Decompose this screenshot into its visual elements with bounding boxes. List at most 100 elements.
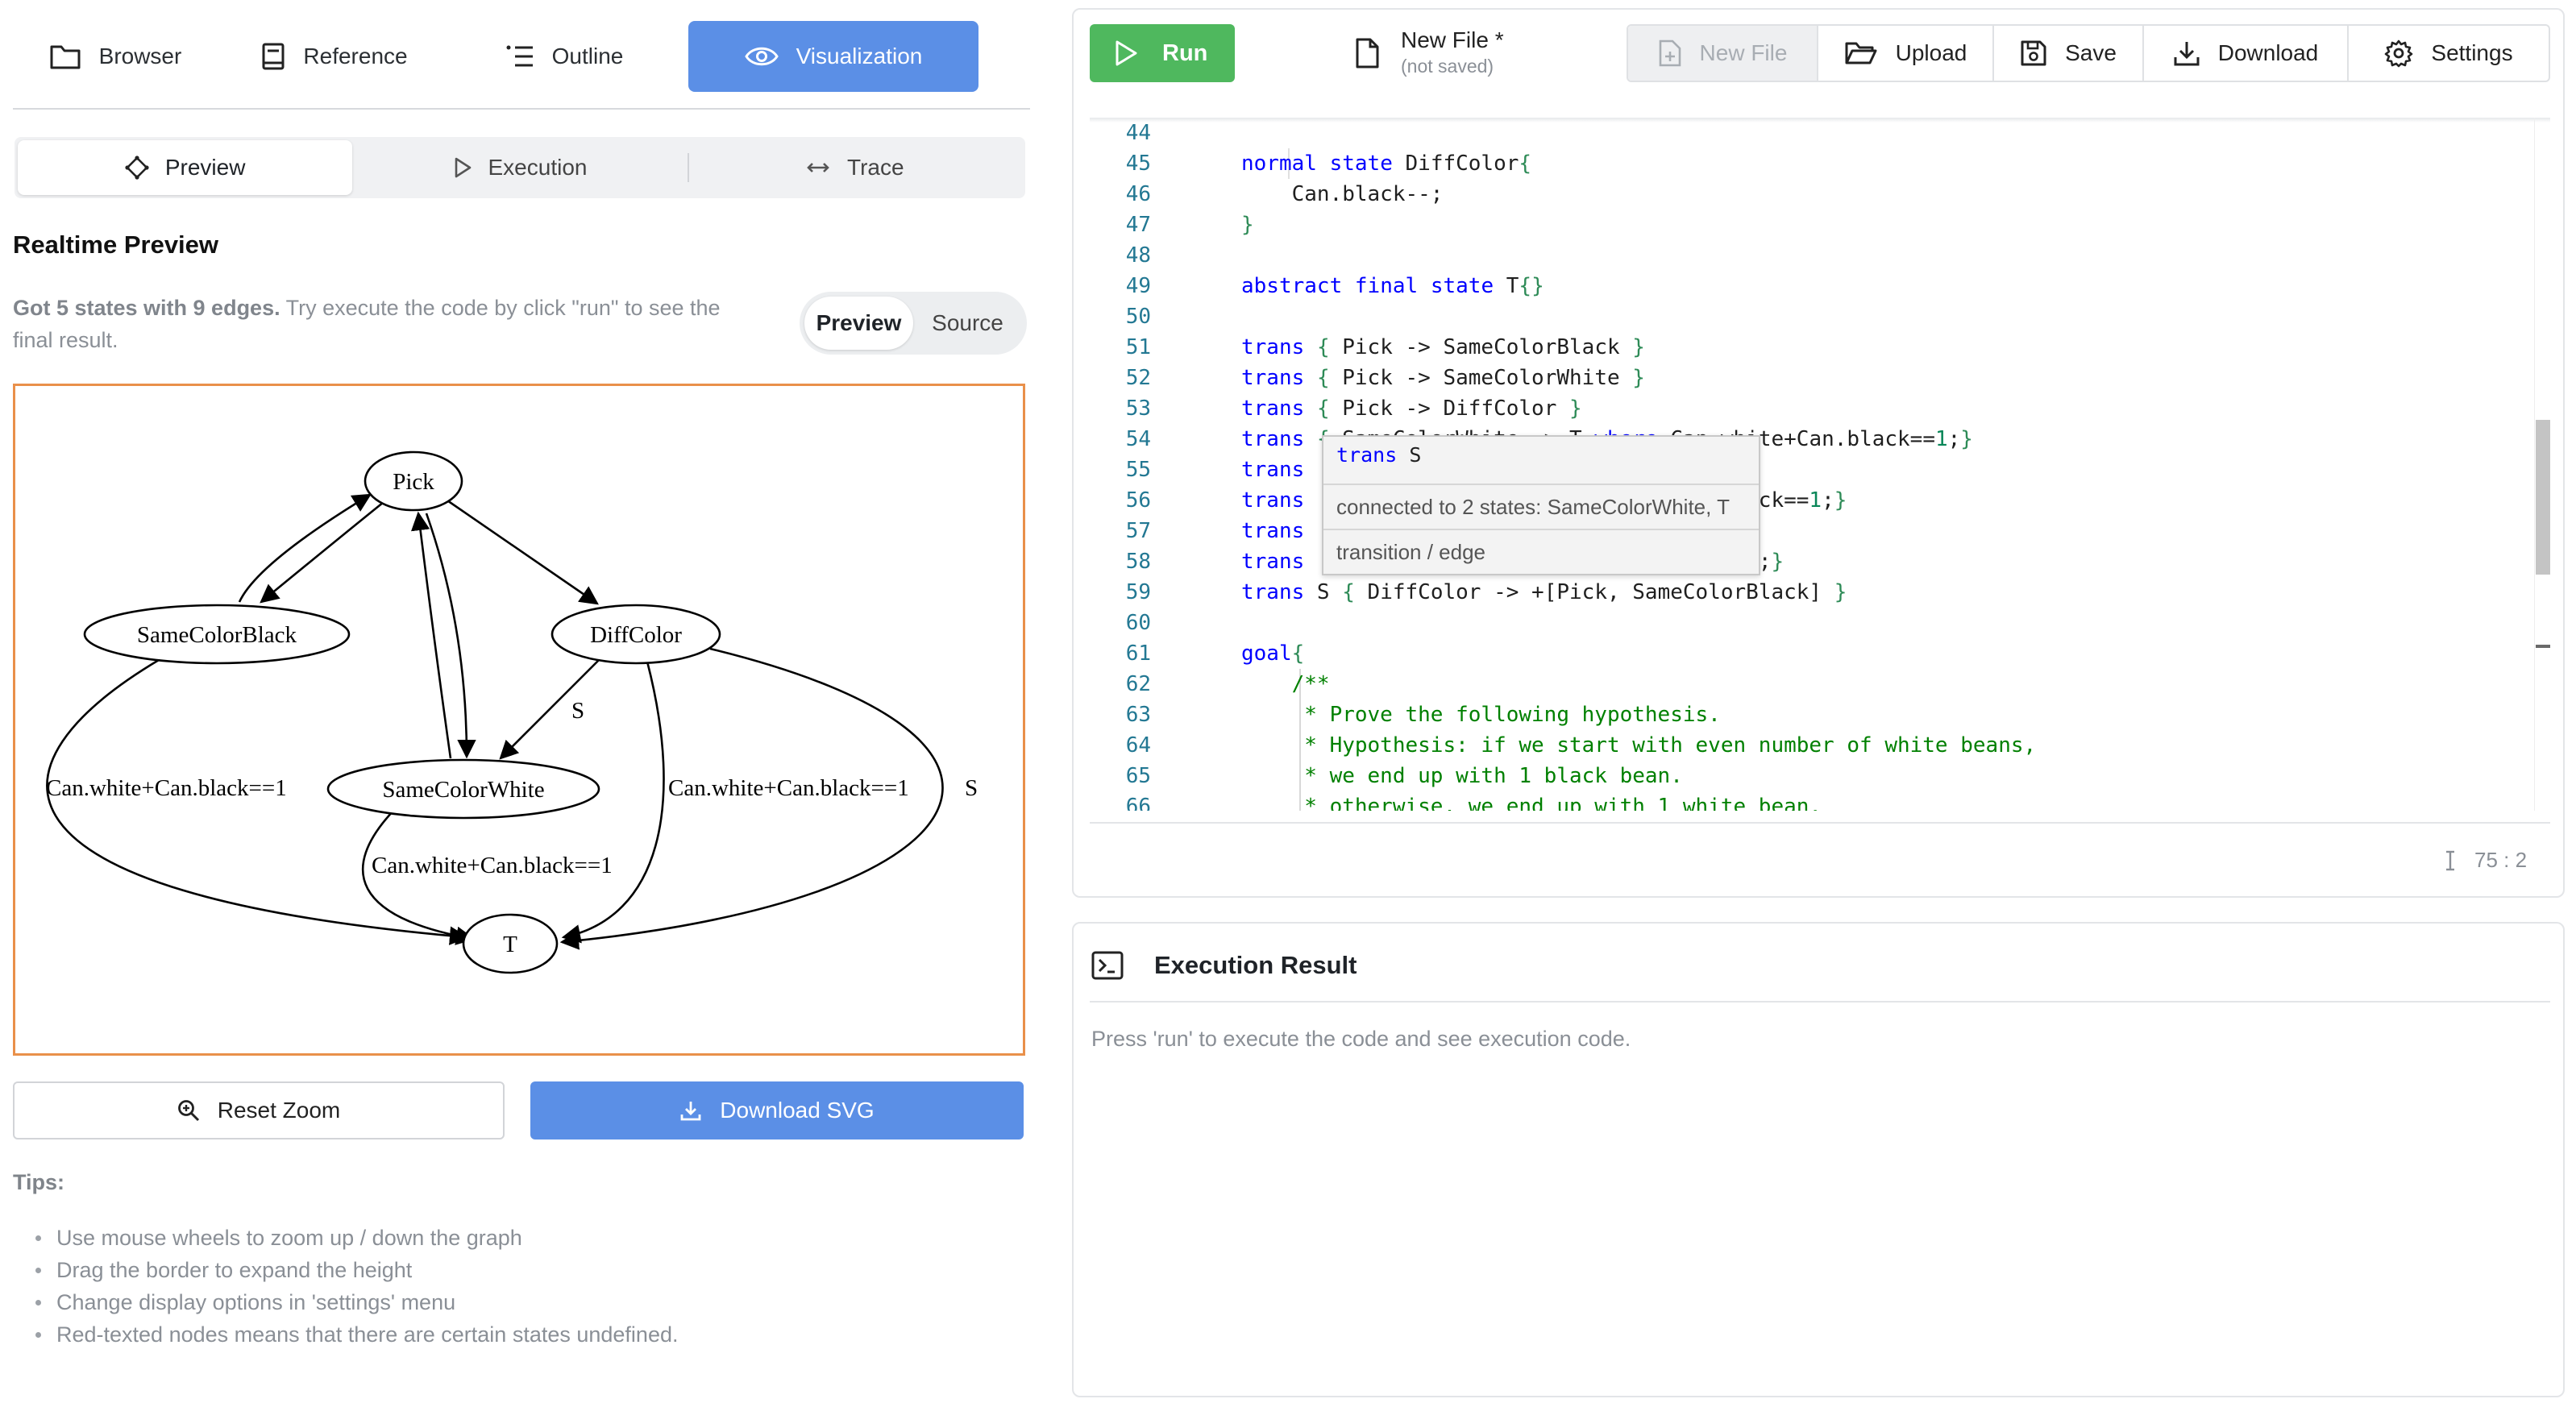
settings-label: Settings xyxy=(2431,40,2513,65)
tab-execution[interactable]: Execution xyxy=(352,140,687,195)
reset-zoom-button[interactable]: Reset Zoom xyxy=(13,1081,505,1139)
file-name: New File * xyxy=(1401,27,1504,52)
line-number: 52 xyxy=(1125,366,1151,390)
edge-diff-to-t xyxy=(561,661,665,944)
realtime-preview-title: Realtime Preview xyxy=(13,230,219,259)
tip-item: Change display options in 'settings' men… xyxy=(35,1286,678,1318)
code-text: * otherwise, we end up with 1 white bean… xyxy=(1241,795,1822,811)
nav-browser-label: Browser xyxy=(98,44,182,68)
edge-white-to-pick xyxy=(410,511,452,759)
tab-preview[interactable]: Preview xyxy=(18,140,353,195)
play-outline-icon xyxy=(455,157,471,178)
toggle-source[interactable]: Source xyxy=(932,310,1003,335)
tips-list: Use mouse wheels to zoom up / down the g… xyxy=(35,1222,678,1351)
code-text: abstract final state T{} xyxy=(1241,274,1544,298)
code-text: normal state DiffColor{ xyxy=(1241,152,1532,176)
edge-label-cond-black-t: Can.white+Can.black==1 xyxy=(46,775,287,801)
download-button[interactable]: Download xyxy=(2142,26,2347,81)
tooltip-keyword: trans xyxy=(1336,443,1398,467)
nav-reference[interactable]: Reference xyxy=(218,21,451,92)
nav-outline-label: Outline xyxy=(551,44,624,68)
edge-black-to-t xyxy=(46,658,469,945)
diamond-nodes-icon xyxy=(125,156,149,180)
line-number: 63 xyxy=(1125,703,1151,727)
editor-panel: Run New File * (not saved) New File Uplo… xyxy=(1072,8,2565,898)
folder-icon xyxy=(50,45,81,69)
tab-trace[interactable]: Trace xyxy=(687,140,1022,195)
editor-scrollbar-thumb[interactable] xyxy=(2536,420,2550,575)
node-same-color-white[interactable] xyxy=(326,758,600,820)
execution-result-title: Execution Result xyxy=(1154,951,1357,979)
line-number: 57 xyxy=(1125,519,1151,543)
nav-outline[interactable]: Outline xyxy=(451,21,677,92)
nav-visualization[interactable]: Visualization xyxy=(688,21,978,92)
settings-button[interactable]: Settings xyxy=(2347,26,2549,81)
line-number: 45 xyxy=(1125,152,1151,176)
file-icon xyxy=(1356,38,1379,68)
line-number: 64 xyxy=(1125,733,1151,758)
line-number: 55 xyxy=(1125,458,1151,482)
tooltip-description-row: connected to 2 states: SameColorWhite, T xyxy=(1323,484,1759,530)
node-same-color-white-label: SameColorWhite xyxy=(382,777,544,803)
line-number: 65 xyxy=(1125,764,1151,788)
cursor-position: 75 : 2 xyxy=(2445,848,2527,873)
download-svg-label: Download SVG xyxy=(720,1098,875,1123)
tab-preview-label: Preview xyxy=(164,155,246,180)
edge-black-to-pick xyxy=(238,493,372,603)
run-label: Run xyxy=(1162,39,1208,66)
file-actions: New File Upload Save Download Settings xyxy=(1627,24,2550,82)
node-t[interactable] xyxy=(462,913,559,974)
edge-label-s-diff-t: S xyxy=(965,775,978,801)
code-text: * we end up with 1 black bean. xyxy=(1241,764,1683,788)
book-icon xyxy=(262,43,285,70)
run-button[interactable]: Run xyxy=(1090,24,1235,82)
tip-item: Drag the border to expand the height xyxy=(35,1254,678,1286)
tooltip-signature: trans S xyxy=(1336,443,1421,467)
line-number: 51 xyxy=(1125,335,1151,359)
code-text: * Prove the following hypothesis. xyxy=(1241,703,1721,727)
node-t-label: T xyxy=(503,932,517,957)
tooltip-description: connected to 2 states: SameColorWhite, T xyxy=(1336,495,1730,519)
toggle-preview[interactable]: Preview xyxy=(804,297,913,350)
editor-scroll-shadow xyxy=(1090,118,2550,122)
tooltip-kind: transition / edge xyxy=(1336,540,1486,564)
code-text: goal{ xyxy=(1241,641,1305,666)
save-button[interactable]: Save xyxy=(1992,26,2142,81)
upload-button[interactable]: Upload xyxy=(1817,26,1992,81)
graph-preview-canvas[interactable]: S Can.white+Can.black==1 Can.white+Can.b… xyxy=(13,384,1025,1056)
folder-open-icon xyxy=(1845,42,1877,64)
view-tabs: Preview Execution Trace xyxy=(15,137,1025,198)
play-icon xyxy=(1116,40,1137,66)
edge-pick-to-black xyxy=(260,497,388,604)
gear-icon xyxy=(2385,39,2413,68)
line-number: 58 xyxy=(1125,550,1151,574)
line-number: 62 xyxy=(1125,672,1151,696)
line-number: 61 xyxy=(1125,641,1151,666)
node-diff-color[interactable] xyxy=(551,604,721,665)
nav-browser[interactable]: Browser xyxy=(13,21,218,92)
new-file-label: New File xyxy=(1699,40,1788,65)
download-icon xyxy=(2174,42,2200,66)
line-number: 49 xyxy=(1125,274,1151,298)
execution-result-message: Press 'run' to execute the code and see … xyxy=(1091,1027,1631,1051)
code-text: * Hypothesis: if we start with even numb… xyxy=(1241,733,2037,758)
reset-zoom-label: Reset Zoom xyxy=(217,1098,341,1123)
node-pick[interactable] xyxy=(364,450,463,512)
code-text: trans S { DiffColor -> +[Pick, SameColor… xyxy=(1241,580,1847,604)
download-svg-button[interactable]: Download SVG xyxy=(530,1081,1024,1139)
tip-item: Red-texted nodes means that there are ce… xyxy=(35,1318,678,1351)
code-text: trans { Pick -> SameColorWhite } xyxy=(1241,366,1645,390)
download-label: Download xyxy=(2217,40,2319,65)
graph-summary-count: Got 5 states with 9 edges. xyxy=(13,296,280,320)
nav-visualization-label: Visualization xyxy=(796,44,923,68)
graph-summary-hint: Try execute the code by click "run" to s… xyxy=(13,296,721,352)
line-number: 50 xyxy=(1125,305,1151,329)
execution-result-header: Execution Result xyxy=(1091,943,1357,988)
code-text: /** xyxy=(1241,672,1330,696)
edge-diff-to-white xyxy=(499,654,605,760)
left-panel: Browser Reference Outline Visualization … xyxy=(13,0,1030,1428)
line-number: 56 xyxy=(1125,488,1151,513)
new-file-button[interactable]: New File xyxy=(1628,26,1817,81)
node-same-color-black[interactable] xyxy=(83,604,351,665)
